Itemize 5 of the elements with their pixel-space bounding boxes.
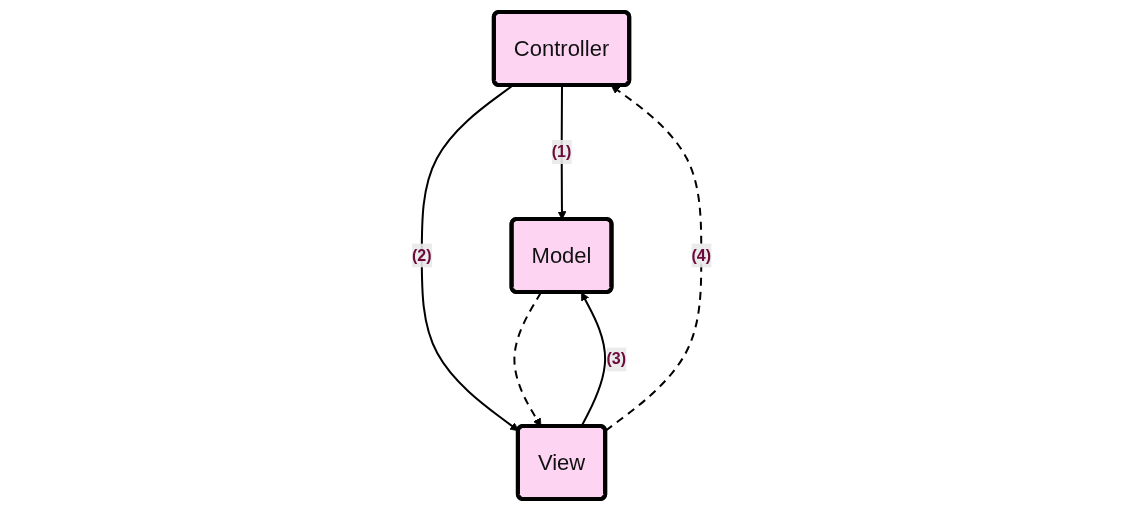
edge-label: (3) [606,350,627,368]
arrow [605,85,703,432]
edge-label: (4) [691,246,712,264]
edge-label: (1) [552,143,572,160]
edge-label: (2) [412,246,433,264]
